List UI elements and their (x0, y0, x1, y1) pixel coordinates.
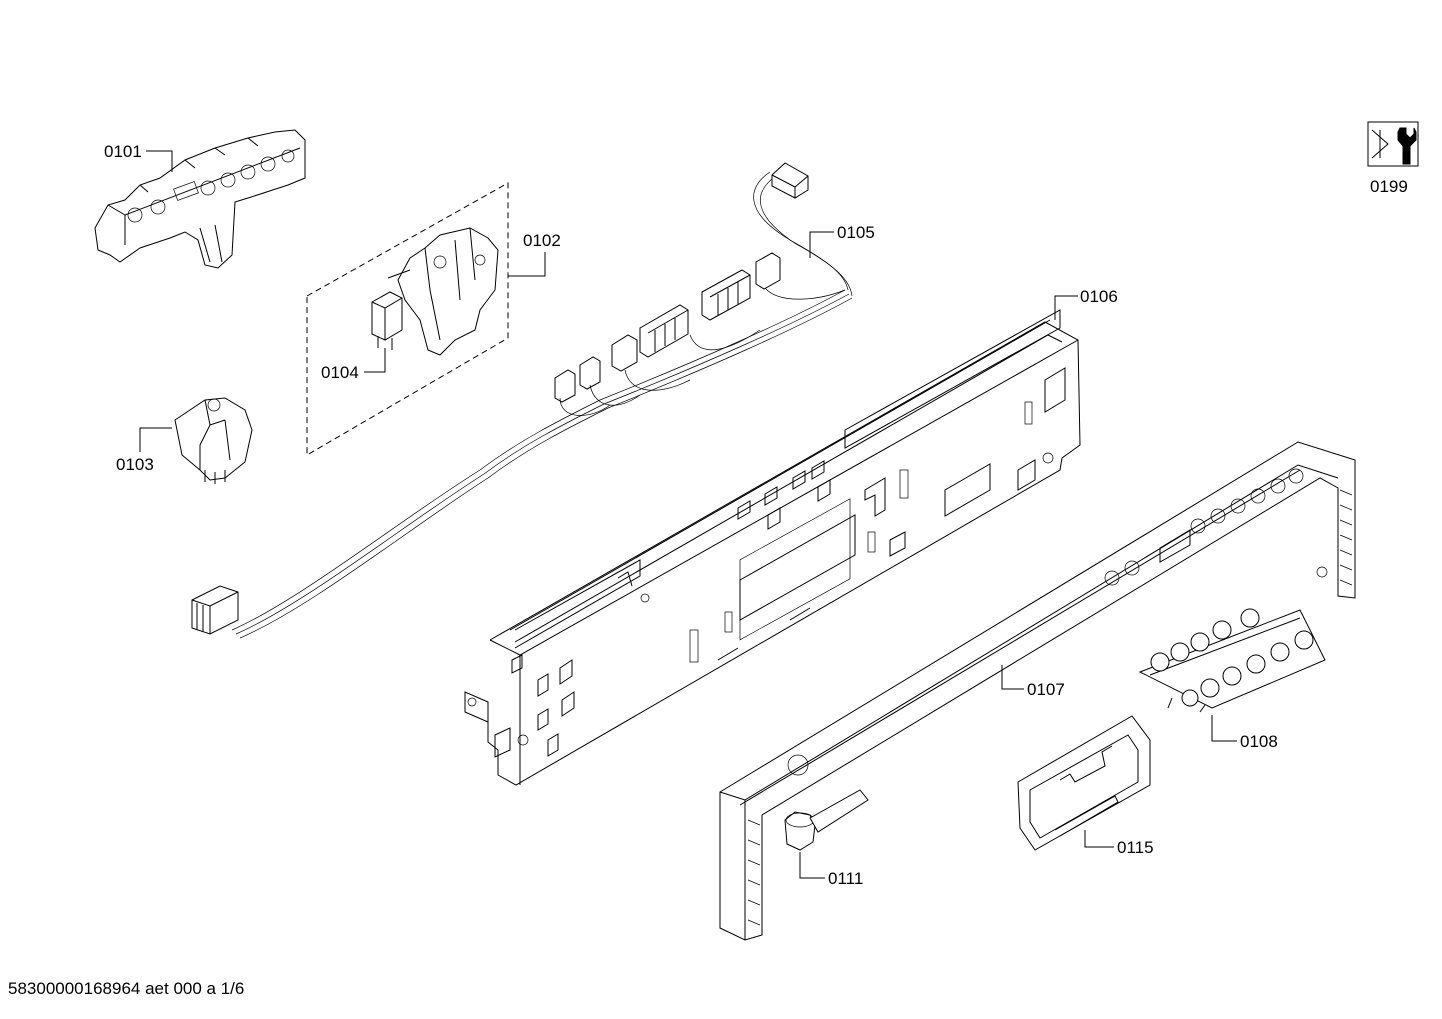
drawing-footer-code: 58300000168964 aet 000 a 1/6 (8, 979, 245, 998)
part-0101-control-module[interactable]: 0101 (94, 129, 306, 269)
part-0106-panel-frame[interactable]: 0106 (464, 287, 1118, 786)
part-0105-wiring-harness[interactable]: 0105 (191, 162, 875, 639)
label-0105: 0105 (837, 223, 875, 242)
part-0108-push-buttons[interactable]: 0108 (1138, 608, 1326, 751)
button-caps (1150, 608, 1314, 707)
label-0104: 0104 (321, 363, 359, 382)
label-0108: 0108 (1240, 732, 1278, 751)
part-0104-relay[interactable]: 0104 (321, 291, 403, 382)
label-0107: 0107 (1027, 680, 1065, 699)
part-0102-assembly-group[interactable]: 0102 (306, 182, 561, 456)
label-0101: 0101 (104, 142, 142, 161)
label-0106: 0106 (1080, 287, 1118, 306)
part-0111-light-guide[interactable]: 0111 (784, 789, 869, 888)
label-0115: 0115 (1117, 838, 1154, 857)
label-0199: 0199 (1370, 177, 1408, 196)
part-0199-service-tool[interactable]: 0199 (1367, 121, 1419, 196)
part-0107-front-trim[interactable]: 0107 (719, 441, 1356, 941)
label-0103: 0103 (116, 455, 154, 474)
part-0103-switch[interactable]: 0103 (116, 397, 253, 484)
label-0111: 0111 (828, 869, 863, 888)
label-0102: 0102 (523, 231, 561, 250)
part-0115-handle-cover[interactable]: 0115 (1017, 715, 1154, 857)
